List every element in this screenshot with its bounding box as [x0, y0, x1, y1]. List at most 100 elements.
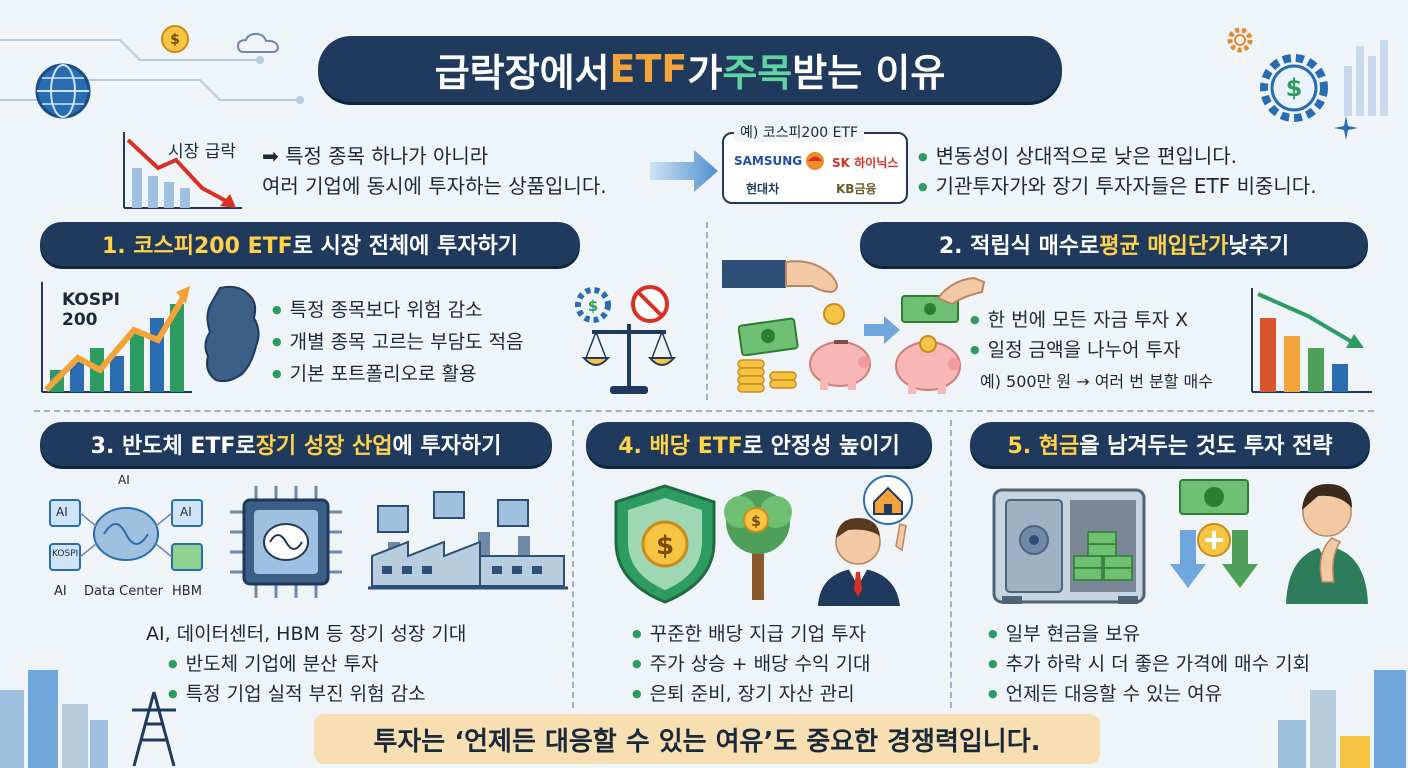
shield-icon: $ — [614, 484, 716, 604]
dollar-gear-icon: $ — [1260, 54, 1328, 122]
section-4-bullet-1: 꾸준한 배당 지급 기업 투자 — [632, 620, 866, 651]
section-3-headline: AI, 데이터센터, HBM 등 장기 성장 기대 — [146, 623, 467, 645]
section-5-title-rest: 을 남겨두는 것도 투자 전략 — [1079, 434, 1333, 459]
section-1-title: 1. 코스피200 ETF 로 시장 전체에 투자하기 — [40, 222, 580, 266]
house-icon — [863, 475, 913, 525]
piggy-bank-icon — [809, 340, 871, 390]
gear-icon — [1227, 27, 1253, 53]
etf-example-box: 예) 코스피200 ETF SAMSUNG SK 하이닉스 현대차 KB금융 — [722, 122, 908, 204]
kospi-growth-chart — [41, 282, 192, 393]
section-3-title-c: 에 투자하기 — [392, 434, 502, 459]
section-5-title: 5. 현금 을 남겨두는 것도 투자 전략 — [970, 422, 1370, 466]
title-part-5: 받는 이유 — [792, 50, 946, 95]
crash-label: 시장 급락 — [168, 142, 236, 162]
diagram-label-ai-top: AI — [118, 473, 130, 487]
diagram-label-ai-right: AI — [180, 505, 192, 519]
thinking-man-icon — [1286, 484, 1368, 604]
section-2-title: 2. 적립식 매수로 평균 매입단가 낮추기 — [860, 222, 1368, 266]
kospi-label-2: 200 — [62, 310, 98, 330]
section-2-title-c: 낮추기 — [1228, 234, 1290, 259]
diagram-label-ai-bottom: AI — [54, 584, 67, 599]
logo-hyundai: 현대차 — [746, 182, 780, 196]
diagram-label-data-center: Data Center — [84, 584, 163, 599]
title-focus: 주목 — [722, 50, 793, 95]
cash-hand-icon — [901, 276, 986, 323]
logo-kb: KB금융 — [836, 182, 877, 196]
section-1-bullet-1: 특정 종목보다 위험 감소 — [272, 296, 483, 327]
kospi-label-1: KOSPI — [62, 290, 120, 310]
factory-icon — [368, 491, 568, 590]
section-4-title-rest: 로 안정성 높이기 — [742, 434, 900, 459]
section-5-bullet-3: 언제든 대응할 수 있는 여유 — [988, 680, 1222, 711]
globe-icon — [35, 63, 91, 119]
intro-desc-line-1: ➡ 특정 종목 하나가 아니라 — [262, 144, 489, 168]
section-3-bullet-1: 반도체 기업에 분산 투자 — [168, 650, 379, 681]
section-4-bullet-2: 주가 상승 + 배당 수익 기대 — [632, 650, 871, 681]
divider-vertical-bottom-2 — [950, 420, 952, 708]
divider-vertical-top — [706, 222, 708, 400]
diagram-label-kospi: KOSPI — [52, 549, 79, 559]
diagram-label-hbm: HBM — [172, 584, 202, 599]
intro-bullet-2: 기관투자가와 장기 투자자들은 ETF 비중니다. — [918, 172, 1317, 204]
power-tower-icon — [132, 691, 176, 767]
dollar-gear-small-icon: $ — [575, 287, 611, 323]
etf-example-label: 예) 코스피200 ETF — [734, 122, 865, 142]
divider-vertical-bottom-1 — [572, 420, 574, 708]
svg-text:$: $ — [1286, 74, 1303, 102]
page-title: 급락장에서 ETF 가 주목 받는 이유 — [318, 36, 1062, 102]
section-2-bullet-1: 한 번에 모든 자금 투자 X — [970, 306, 1189, 337]
dollar-coin-icon: $ — [161, 25, 189, 53]
section-5-title-highlight: 5. 현금 — [1007, 434, 1080, 459]
bottom-banner: 투자는 ‘언제든 대응할 수 있는 여유’도 중요한 경쟁력입니다. — [314, 714, 1100, 764]
section-2-bullet-2: 일정 금액을 나누어 투자 — [970, 336, 1181, 367]
tree-icon: $ — [724, 490, 792, 600]
section-3-title: 3. 반도체 ETF로 장기 성장 산업 에 투자하기 — [40, 422, 552, 466]
section-5-bullet-1: 일부 현금을 보유 — [988, 620, 1140, 651]
section-3-title-a: 3. 반도체 ETF로 — [90, 434, 256, 459]
svg-text:$: $ — [656, 531, 674, 561]
section-4-title-highlight: 4. 배당 ETF — [618, 434, 743, 459]
declining-bar-chart — [1251, 288, 1372, 393]
cash-icon — [738, 317, 799, 356]
section-2-title-a: 2. 적립식 매수로 — [938, 234, 1100, 259]
section-4-bullet-3: 은퇴 준비, 장기 자산 관리 — [632, 680, 855, 711]
logo-sk-hynix: SK 하이닉스 — [832, 156, 899, 170]
bar-decoration-icon — [1344, 40, 1388, 116]
section-3-bullet-2: 특정 기업 실적 부진 위험 감소 — [168, 680, 426, 711]
section-1-bullet-2: 개별 종목 고르는 부담도 적음 — [272, 328, 524, 359]
businessman-icon — [818, 518, 907, 606]
section-4-title: 4. 배당 ETF 로 안정성 높이기 — [586, 422, 932, 466]
logo-samsung: SAMSUNG — [734, 154, 803, 168]
coin-stack-icon — [737, 359, 797, 393]
sk-swirl-icon — [806, 152, 824, 170]
section-3-title-highlight: 장기 성장 산업 — [255, 434, 393, 459]
section-1-title-rest: 로 시장 전체에 투자하기 — [292, 234, 519, 259]
section-2-title-highlight: 평균 매입단가 — [1099, 234, 1229, 259]
svg-text:$: $ — [170, 32, 180, 48]
section-1-title-highlight: 1. 코스피200 ETF — [101, 234, 293, 259]
arrow-right-small-icon — [864, 316, 900, 344]
ai-network-diagram — [49, 499, 203, 571]
divider-horizontal — [34, 410, 1374, 412]
market-crash-chart — [123, 132, 242, 209]
city-right-icon — [1278, 670, 1406, 768]
svg-text:$: $ — [751, 514, 761, 530]
sparkle-icon — [1334, 116, 1358, 140]
scale-icon — [581, 324, 677, 394]
korea-map-icon — [204, 285, 260, 383]
intro-desc-line-2: 여러 기업에 동시에 투자하는 상품입니다. — [262, 174, 607, 198]
diagram-label-ai-left: AI — [56, 505, 68, 519]
chip-icon — [230, 486, 342, 598]
piggy-bank-2-icon — [895, 335, 961, 394]
section-1-bullet-3: 기본 포트폴리오로 활용 — [272, 360, 477, 391]
safe-icon — [992, 488, 1146, 604]
title-part-1: 급락장에서 — [434, 50, 610, 95]
section-5-bullet-2: 추가 하락 시 더 좋은 가격에 매수 기회 — [988, 650, 1310, 681]
no-symbol-icon — [631, 285, 669, 323]
intro-bullet-1: 변동성이 상대적으로 낮은 편입니다. — [918, 142, 1237, 174]
hand-coin-icon — [722, 260, 845, 325]
cloud-icon — [236, 32, 280, 53]
cash-plus-icon — [1170, 479, 1258, 588]
city-left-icon — [0, 670, 108, 768]
title-part-3: 가 — [687, 50, 723, 95]
